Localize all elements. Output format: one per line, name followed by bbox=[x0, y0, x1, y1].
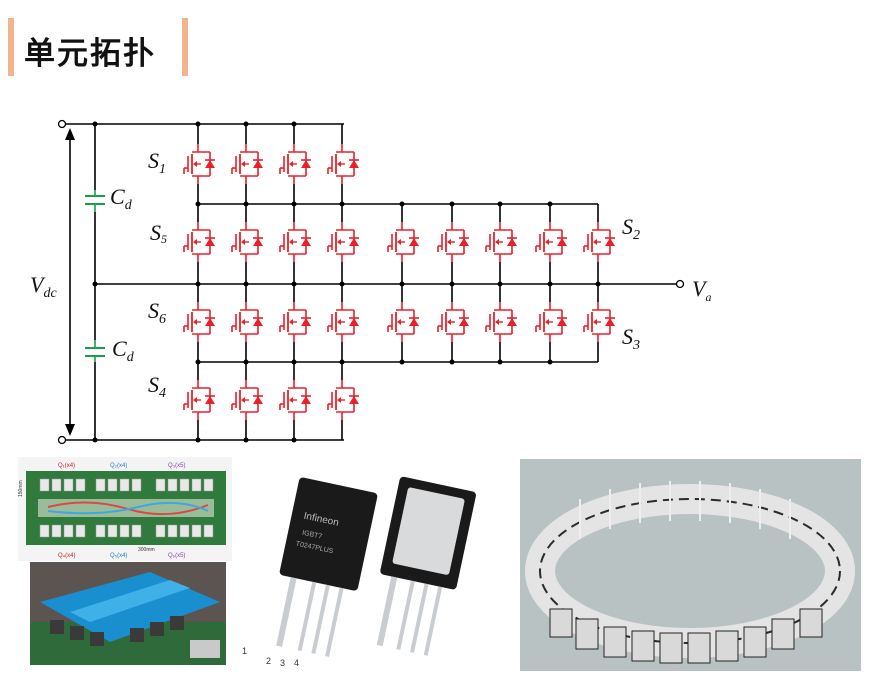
label-s2: S2 bbox=[622, 214, 640, 243]
svg-text:2: 2 bbox=[266, 656, 271, 666]
photo-module-ring bbox=[520, 459, 861, 671]
svg-text:Q₄(x4): Q₄(x4) bbox=[58, 553, 75, 559]
label-s6: S6 bbox=[148, 298, 166, 327]
page-title: 单元拓扑 bbox=[24, 36, 156, 72]
svg-text:3: 3 bbox=[280, 658, 285, 668]
circuit-diagram: Vdc Cd Cd S1 S5 S6 S4 S2 S3 Va bbox=[30, 119, 711, 445]
photo-pcb-assembled bbox=[30, 562, 226, 665]
label-cd-top: Cd bbox=[110, 184, 133, 213]
svg-text:Q₅(x4): Q₅(x4) bbox=[110, 553, 127, 559]
svg-text:Q₁(x4): Q₁(x4) bbox=[58, 463, 75, 469]
svg-text:4: 4 bbox=[294, 658, 299, 668]
photo-pcb-top: Q₁(x4) Q₂(x4) Q₃(x5) Q₄(x4) Q₅(x4) Q₆(x5… bbox=[18, 457, 232, 561]
svg-text:Q₃(x5): Q₃(x5) bbox=[168, 463, 185, 469]
title-accent-left bbox=[8, 18, 14, 76]
label-s1: S1 bbox=[148, 148, 166, 177]
svg-text:Q₆(x5): Q₆(x5) bbox=[168, 553, 185, 559]
svg-text:300mm: 300mm bbox=[138, 547, 155, 553]
label-s4: S4 bbox=[148, 372, 166, 401]
label-s3: S3 bbox=[622, 324, 640, 353]
label-va: Va bbox=[692, 276, 711, 304]
label-vdc: Vdc bbox=[30, 272, 57, 301]
svg-text:Q₂(x4): Q₂(x4) bbox=[110, 463, 127, 469]
photo-to247-package: Infineon IGBT7 T0247PLUS 1 2 3 4 bbox=[236, 468, 486, 668]
title-accent-right bbox=[182, 18, 188, 76]
label-s5: S5 bbox=[150, 220, 167, 246]
svg-text:IGBT7: IGBT7 bbox=[301, 530, 322, 541]
label-cd-bottom: Cd bbox=[112, 336, 135, 365]
svg-text:150mm: 150mm bbox=[18, 480, 24, 497]
svg-text:1: 1 bbox=[242, 646, 247, 656]
